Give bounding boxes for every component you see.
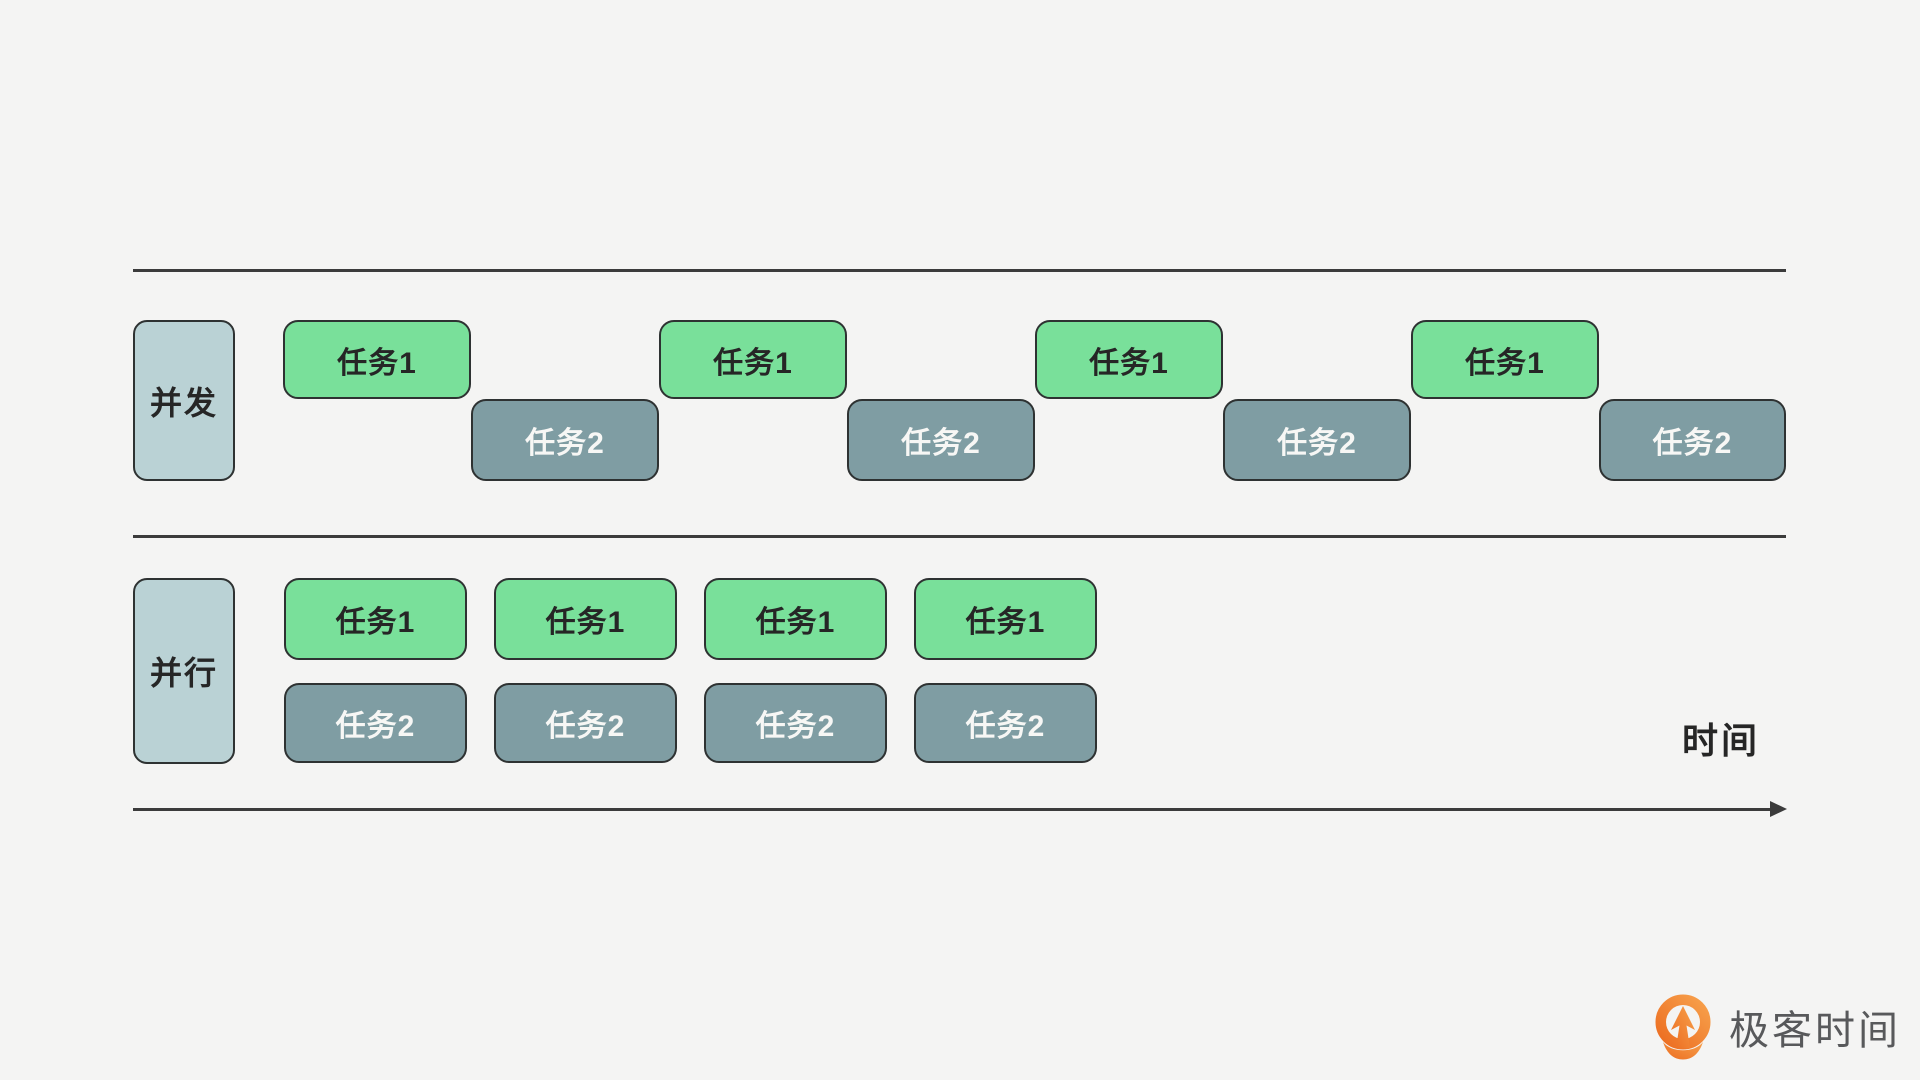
parallelism-task2-block-3: 任务2 [704, 683, 887, 763]
concurrency-divider [133, 269, 1786, 272]
time-axis-arrowhead-icon [1770, 801, 1787, 817]
parallelism-task2-block-1: 任务2 [284, 683, 467, 763]
concurrency-task1-block-1: 任务1 [283, 320, 471, 399]
concurrency-row-label: 并发 [133, 320, 235, 481]
concurrency-task1-block-3: 任务1 [1035, 320, 1223, 399]
concurrency-task1-block-2: 任务1 [659, 320, 847, 399]
concurrency-task2-block-1: 任务2 [471, 399, 659, 481]
concurrency-task2-block-4: 任务2 [1599, 399, 1786, 481]
time-axis-line [133, 808, 1773, 811]
parallelism-task1-block-4: 任务1 [914, 578, 1097, 660]
parallelism-task2-block-2: 任务2 [494, 683, 677, 763]
parallelism-task1-block-3: 任务1 [704, 578, 887, 660]
concurrency-task2-block-2: 任务2 [847, 399, 1035, 481]
parallelism-task1-block-1: 任务1 [284, 578, 467, 660]
parallelism-row-label: 并行 [133, 578, 235, 764]
parallelism-task1-block-2: 任务1 [494, 578, 677, 660]
concurrency-task2-block-3: 任务2 [1223, 399, 1411, 481]
geektime-logo: 极客时间 [1650, 993, 1901, 1061]
parallelism-divider [133, 535, 1786, 538]
parallelism-task2-block-4: 任务2 [914, 683, 1097, 763]
time-axis-label: 时间 [1682, 720, 1761, 761]
geektime-logo-icon [1655, 994, 1711, 1060]
concurrency-task1-block-4: 任务1 [1411, 320, 1599, 399]
geektime-logo-text: 极客时间 [1729, 1009, 1901, 1053]
